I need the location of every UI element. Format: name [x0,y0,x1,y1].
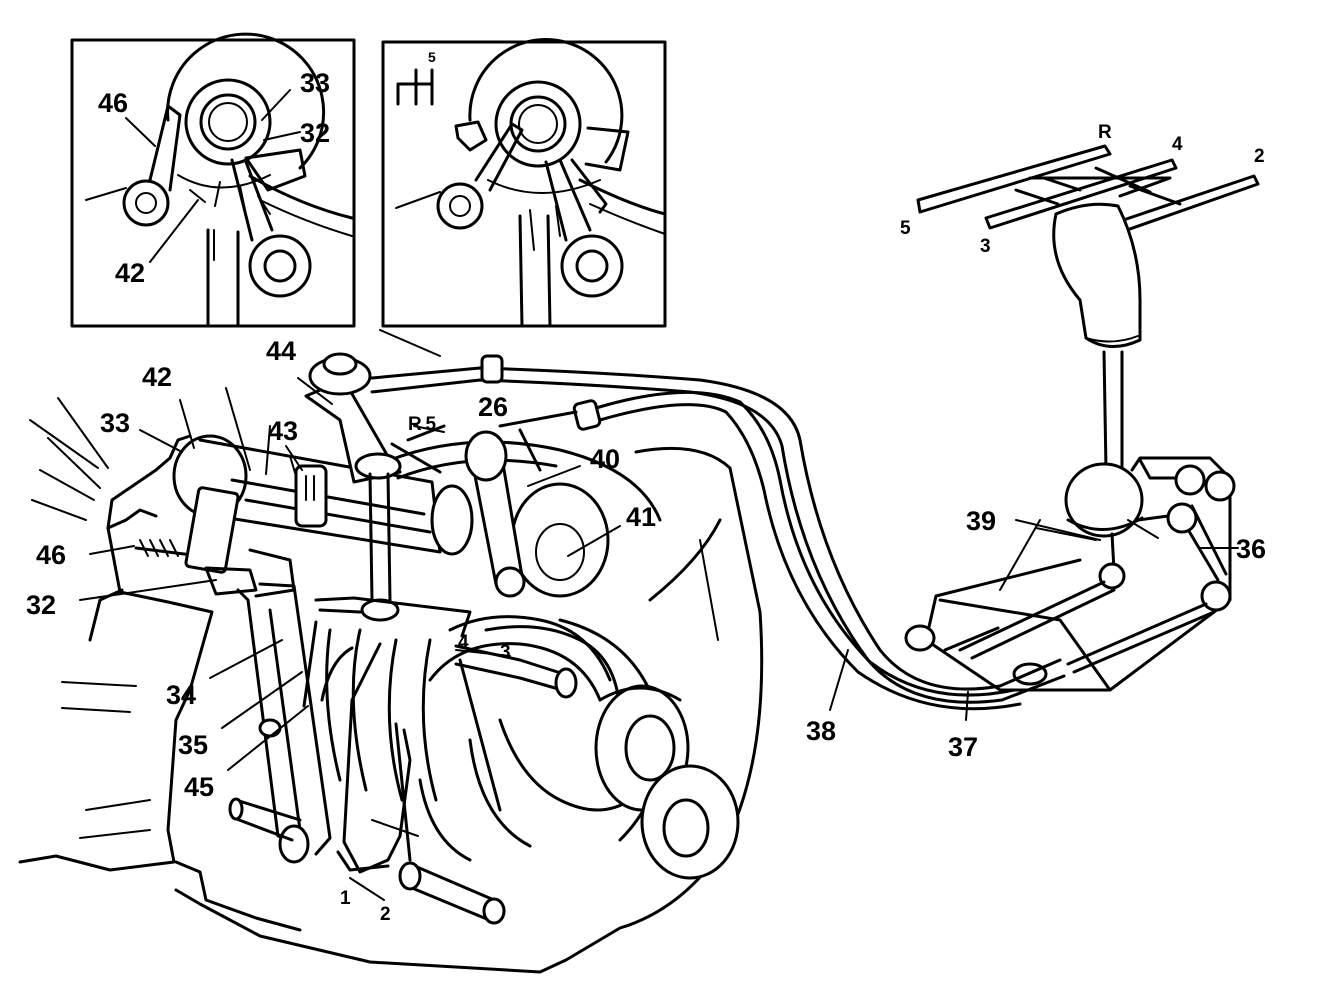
inset-left: 46 33 32 42 [70,32,356,328]
label-40: 40 [590,444,620,474]
shift-base [904,456,1239,692]
gearbox-body [18,397,764,974]
label-44: 44 [266,336,296,366]
gate-label-3: 3 [980,236,991,257]
gate-label-R: R [1098,122,1112,143]
label-39: 39 [966,506,996,536]
gate-icon-number: 5 [428,49,436,65]
leader-lines [79,377,1233,901]
label-36: 36 [1236,534,1266,564]
inset-right: 5 [381,38,667,328]
shift-gate-pattern: R 4 2 5 3 1 [900,122,1265,267]
arrow-label-R-5: R 5 [408,414,437,435]
label-46-inset: 46 [98,88,128,118]
label-38: 38 [806,716,836,746]
part-labels: 44 42 26 33 43 R 5 40 41 39 36 46 32 4 3… [26,336,1266,925]
arrow-label-4: 4 [458,632,469,653]
label-26: 26 [478,392,508,422]
arrow-label-1: 1 [340,888,351,909]
label-43: 43 [268,416,298,446]
label-42: 42 [142,362,172,392]
label-32: 32 [26,590,56,620]
label-33: 33 [100,408,130,438]
arrow-label-3: 3 [500,642,511,663]
label-37: 37 [948,732,978,762]
gear-lever [1052,202,1144,538]
shift-cables [370,329,1066,711]
label-34: 34 [166,680,196,710]
label-32-inset: 32 [300,118,330,148]
gate-label-2: 2 [1254,146,1265,167]
gate-label-4: 4 [1172,134,1183,155]
label-41: 41 [626,502,656,532]
arrow-label-2: 2 [380,904,391,925]
label-33-inset: 33 [300,68,330,98]
label-42-inset: 42 [115,258,145,288]
shift-shaft [134,352,612,864]
label-45: 45 [184,772,214,802]
gate-label-5: 5 [900,218,911,239]
label-35: 35 [178,730,208,760]
label-46: 46 [36,540,66,570]
